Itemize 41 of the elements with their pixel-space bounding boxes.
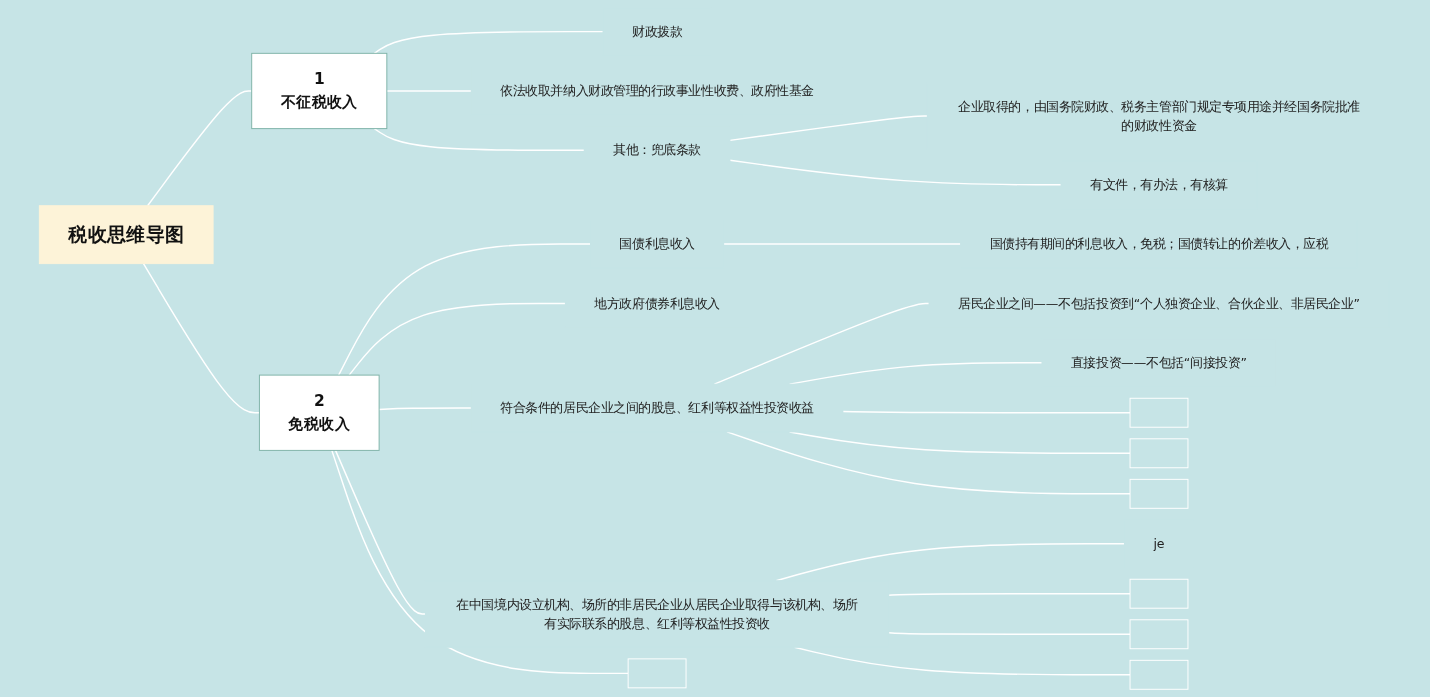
node-text: 国债利息收入 [619, 236, 695, 252]
connector [713, 302, 930, 385]
connector [888, 631, 1131, 635]
connector [842, 410, 1131, 414]
node-box: 2 免税收入 [258, 374, 380, 451]
node-text: 有文件，有办法，有核算 [1089, 177, 1229, 192]
node-text: 地方政府债券利息收入 [594, 295, 720, 311]
node-box [1129, 438, 1189, 469]
node-text: 居民企业之间——不包括投资到“个人独资企业、合伙企业、非居民企业” [958, 295, 1360, 311]
node-text: 在中国境内设立机构、场所的非居民企业从居民企业取得与该机构、场所有实际联系的股息、红利等权益性投资收 [456, 597, 858, 631]
node-text: 直接投资——不包括“间接投资” [1070, 355, 1248, 370]
node-text: 其他：兜底条款 [613, 142, 701, 158]
node-text: 依法收取并纳入财政管理的行政事业性收费、政府性基金 [500, 83, 814, 98]
node-box [627, 658, 687, 689]
connector [142, 262, 261, 414]
node-box [1129, 397, 1189, 428]
connector [888, 593, 1131, 596]
node-text: 符合条件的居民企业之间的股息、红利等权益性投资收益 [500, 400, 814, 416]
connector [373, 127, 585, 152]
connector [334, 449, 427, 615]
connector [337, 243, 592, 376]
connector [331, 449, 629, 675]
node-box [1129, 478, 1189, 509]
connector [729, 159, 1062, 186]
connector [378, 407, 472, 411]
connector [726, 431, 1131, 495]
node-text: 财政拨款 [631, 24, 683, 39]
node-text: je [1153, 536, 1165, 551]
node-text: 国债持有期间的利息收入，免税；国债转让的价差收入，应税 [989, 236, 1329, 252]
node-box: 1 不征税收入 [251, 52, 388, 130]
node-box: 税收思维导图 [38, 205, 214, 265]
node-box [1129, 619, 1189, 650]
node-box [1129, 578, 1189, 609]
connector [373, 30, 604, 55]
node-box [1129, 659, 1189, 690]
node-text: 企业取得的，由国务院财政、税务主管部门规定专项用途并经国务院批准的财政性资金 [958, 99, 1360, 133]
connector [146, 90, 253, 207]
connector [729, 115, 929, 142]
connector [348, 302, 567, 376]
connector [722, 243, 962, 245]
connector [386, 90, 472, 92]
